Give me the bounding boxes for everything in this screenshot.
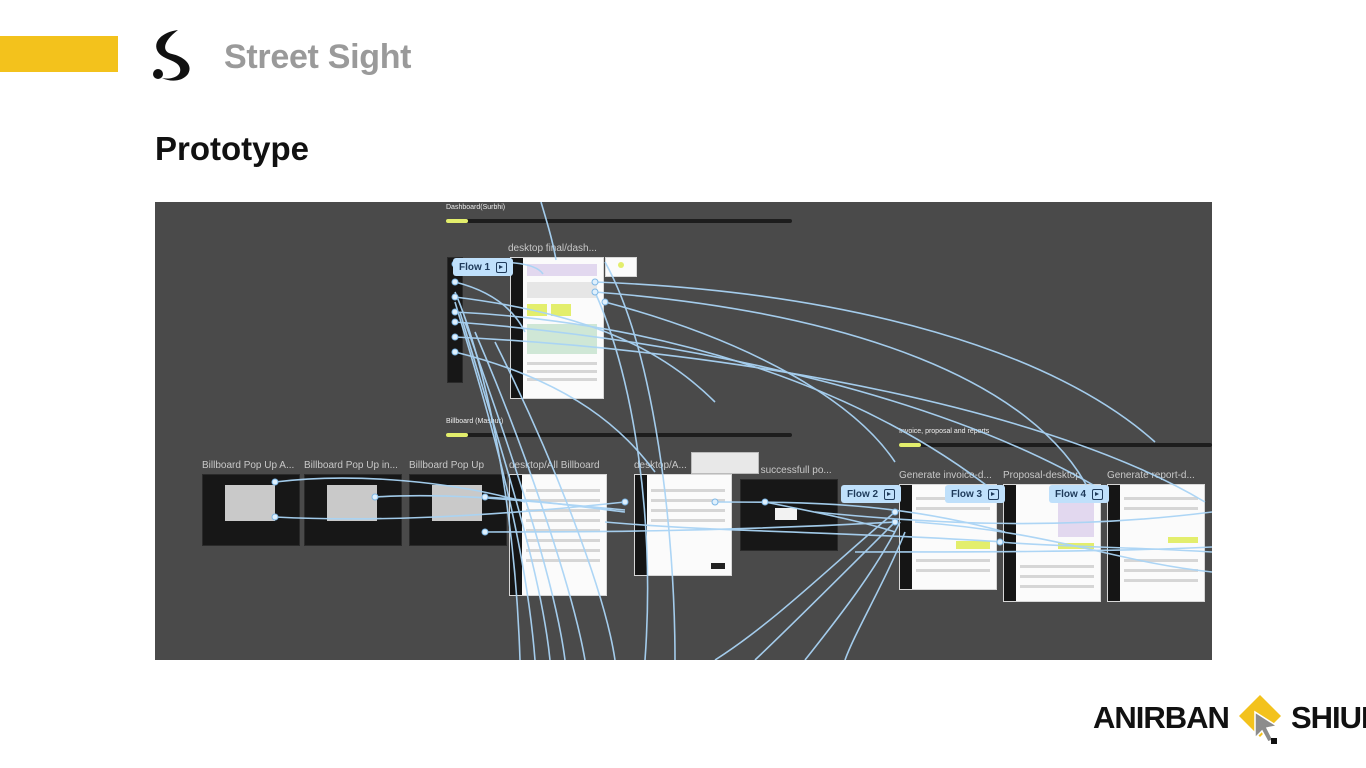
street-sight-logo-icon — [153, 30, 190, 81]
play-icon — [988, 488, 1000, 500]
footer-logo-left: ANIRBAN — [1093, 700, 1230, 735]
play-icon — [496, 261, 508, 273]
prototype-canvas[interactable]: Dashboard(Surbhi) Billboard (Mashur) Inv… — [155, 202, 1212, 660]
group-bar-dashboard — [446, 219, 792, 223]
flow-4-label: Flow 4 — [1055, 488, 1087, 500]
flow-3-tag[interactable]: Flow 3 — [945, 485, 1006, 503]
frame-title-add-success: Add successfull po... — [740, 465, 832, 476]
frame-title-desktop-a: desktop/A... — [634, 460, 687, 471]
frame-title-proposal: Proposal-desktop — [1003, 470, 1081, 481]
frame-small-card[interactable] — [605, 257, 637, 277]
frame-add-success[interactable] — [740, 479, 838, 551]
flow-1-tag[interactable]: Flow 1 — [453, 258, 514, 276]
frame-title-gen-report: Generate report-d... — [1107, 470, 1195, 481]
footer-logo-right: SHIUR — [1290, 700, 1366, 735]
flow-2-label: Flow 2 — [847, 488, 879, 500]
frame-title-popup-in: Billboard Pop Up in... — [304, 460, 398, 471]
group-bar-billboard — [446, 433, 792, 437]
flow-2-tag[interactable]: Flow 2 — [841, 485, 902, 503]
flow-3-label: Flow 3 — [951, 488, 983, 500]
group-bar-invoice — [899, 443, 1212, 447]
flow-4-tag[interactable]: Flow 4 — [1049, 485, 1110, 503]
frame-title-gen-invoice: Generate invoice-d... — [899, 470, 992, 481]
frame-popup-in[interactable] — [304, 474, 402, 546]
play-icon — [884, 488, 896, 500]
frame-title-popup: Billboard Pop Up — [409, 460, 485, 471]
brand-name: Street Sight — [224, 38, 412, 76]
frame-generate-report[interactable] — [1107, 484, 1205, 602]
tooltip-note — [691, 452, 759, 474]
group-label-invoice: Invoice, proposal and reports — [899, 428, 990, 435]
frame-title-desktop-dash: desktop final/dash... — [508, 243, 597, 254]
play-icon — [1092, 488, 1104, 500]
frame-title-desktop-all: desktop/All Billboard — [509, 460, 600, 471]
group-label-billboard: Billboard (Mashur) — [446, 418, 504, 425]
page-title: Prototype — [155, 130, 310, 167]
frame-popup[interactable] — [409, 474, 507, 546]
frame-title-popup-a: Billboard Pop Up A... — [202, 460, 295, 471]
cursor-diamond-icon — [1238, 695, 1281, 744]
frame-popup-a[interactable] — [202, 474, 300, 546]
flow-1-label: Flow 1 — [459, 261, 491, 273]
accent-bar — [0, 36, 118, 72]
prototype-connectors — [271, 202, 1212, 660]
group-label-dashboard: Dashboard(Surbhi) — [446, 204, 506, 211]
footer-logo: ANIRBAN SHIUR — [1093, 688, 1366, 748]
